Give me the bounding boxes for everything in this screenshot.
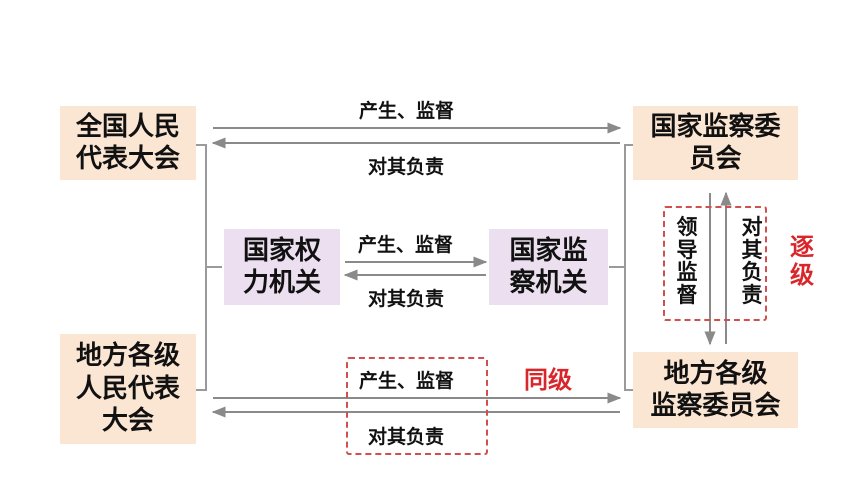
supervision-national-label: 国家监察委 员会 (650, 111, 781, 175)
npc-national-box: 全国人民 代表大会 (60, 106, 196, 180)
top-produce-label: 产生、监督 (359, 100, 455, 122)
vertical-dashed-box (663, 206, 767, 321)
npc-national-label: 全国人民 代表大会 (75, 111, 180, 175)
bottom-responsible-label: 对其负责 (368, 426, 445, 448)
supervision-local-box: 地方各级 监察委员会 (633, 352, 798, 428)
same-level-label: 同级 (524, 366, 572, 394)
power-organ-box: 国家权 力机关 (224, 229, 340, 305)
power-organ-label: 国家权 力机关 (242, 235, 321, 299)
lead-supervise-label: 领导监督 (676, 215, 698, 308)
supervision-local-label: 地方各级 监察委员会 (650, 358, 781, 422)
npc-local-label: 地方各级 人民代表 大会 (75, 341, 180, 437)
bottom-produce-label: 产生、监督 (359, 370, 455, 392)
vertical-responsible-label: 对其负责 (741, 215, 763, 308)
npc-local-box: 地方各级 人民代表 大会 (60, 334, 196, 444)
mid-produce-label: 产生、监督 (358, 234, 454, 256)
level-by-level-label: 逐级 (790, 233, 814, 289)
supervision-national-box: 国家监察委 员会 (633, 106, 798, 180)
mid-responsible-label: 对其负责 (368, 288, 445, 310)
left-bracket (196, 144, 207, 391)
supervision-organ-label: 国家监 察机关 (509, 235, 588, 299)
supervision-organ-box: 国家监 察机关 (489, 229, 608, 305)
top-responsible-label: 对其负责 (368, 156, 445, 178)
same-level-dashed-box (346, 357, 488, 455)
